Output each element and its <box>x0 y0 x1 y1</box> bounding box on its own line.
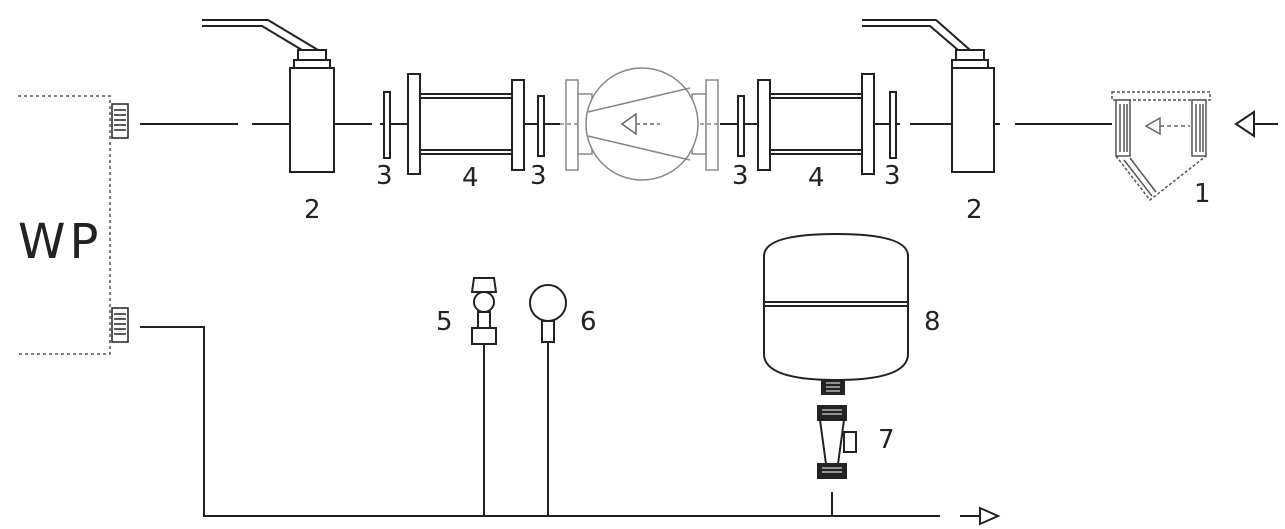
strainer <box>1111 91 1211 202</box>
strainer-flow-arrow-icon <box>1144 116 1190 136</box>
label-seal-1: 3 <box>376 161 393 191</box>
heat-pump <box>18 95 111 355</box>
label-seal-2: 3 <box>530 161 547 191</box>
fitting-right <box>757 73 875 175</box>
seal-4 <box>889 91 897 159</box>
ball-valve-left <box>202 19 335 173</box>
label-ball-valve-right: 2 <box>966 195 983 225</box>
seal-2 <box>537 95 545 157</box>
safety-valve <box>470 277 498 516</box>
label-fitting-left: 4 <box>462 163 479 193</box>
seal-1 <box>383 91 391 159</box>
outlet-arrow-icon <box>960 506 1001 526</box>
heat-pump-upper-connector <box>111 103 129 139</box>
heat-pump-lower-connector <box>111 307 129 343</box>
label-pressure-gauge: 6 <box>580 307 597 337</box>
label-strainer: 1 <box>1194 179 1211 209</box>
label-seal-3: 3 <box>732 161 749 191</box>
label-seal-4: 3 <box>884 161 901 191</box>
label-ball-valve-left: 2 <box>304 195 321 225</box>
label-fitting-right: 4 <box>808 163 825 193</box>
return-pipe <box>140 326 940 517</box>
heat-pump-outline <box>18 95 111 355</box>
seal-3 <box>737 95 745 157</box>
label-safety-valve: 5 <box>436 307 453 337</box>
flow-arrow-icon <box>620 112 660 136</box>
inlet-arrow-icon <box>1234 110 1278 138</box>
circulation-pump <box>560 67 720 181</box>
ball-valve-right <box>862 19 995 173</box>
pressure-gauge <box>529 284 567 516</box>
label-cap-valve: 7 <box>878 425 895 455</box>
fitting-left <box>407 73 525 175</box>
cap-valve <box>817 405 857 516</box>
heat-pump-label: WP <box>18 214 102 270</box>
label-expansion-vessel: 8 <box>924 307 941 337</box>
expansion-vessel <box>763 232 909 395</box>
